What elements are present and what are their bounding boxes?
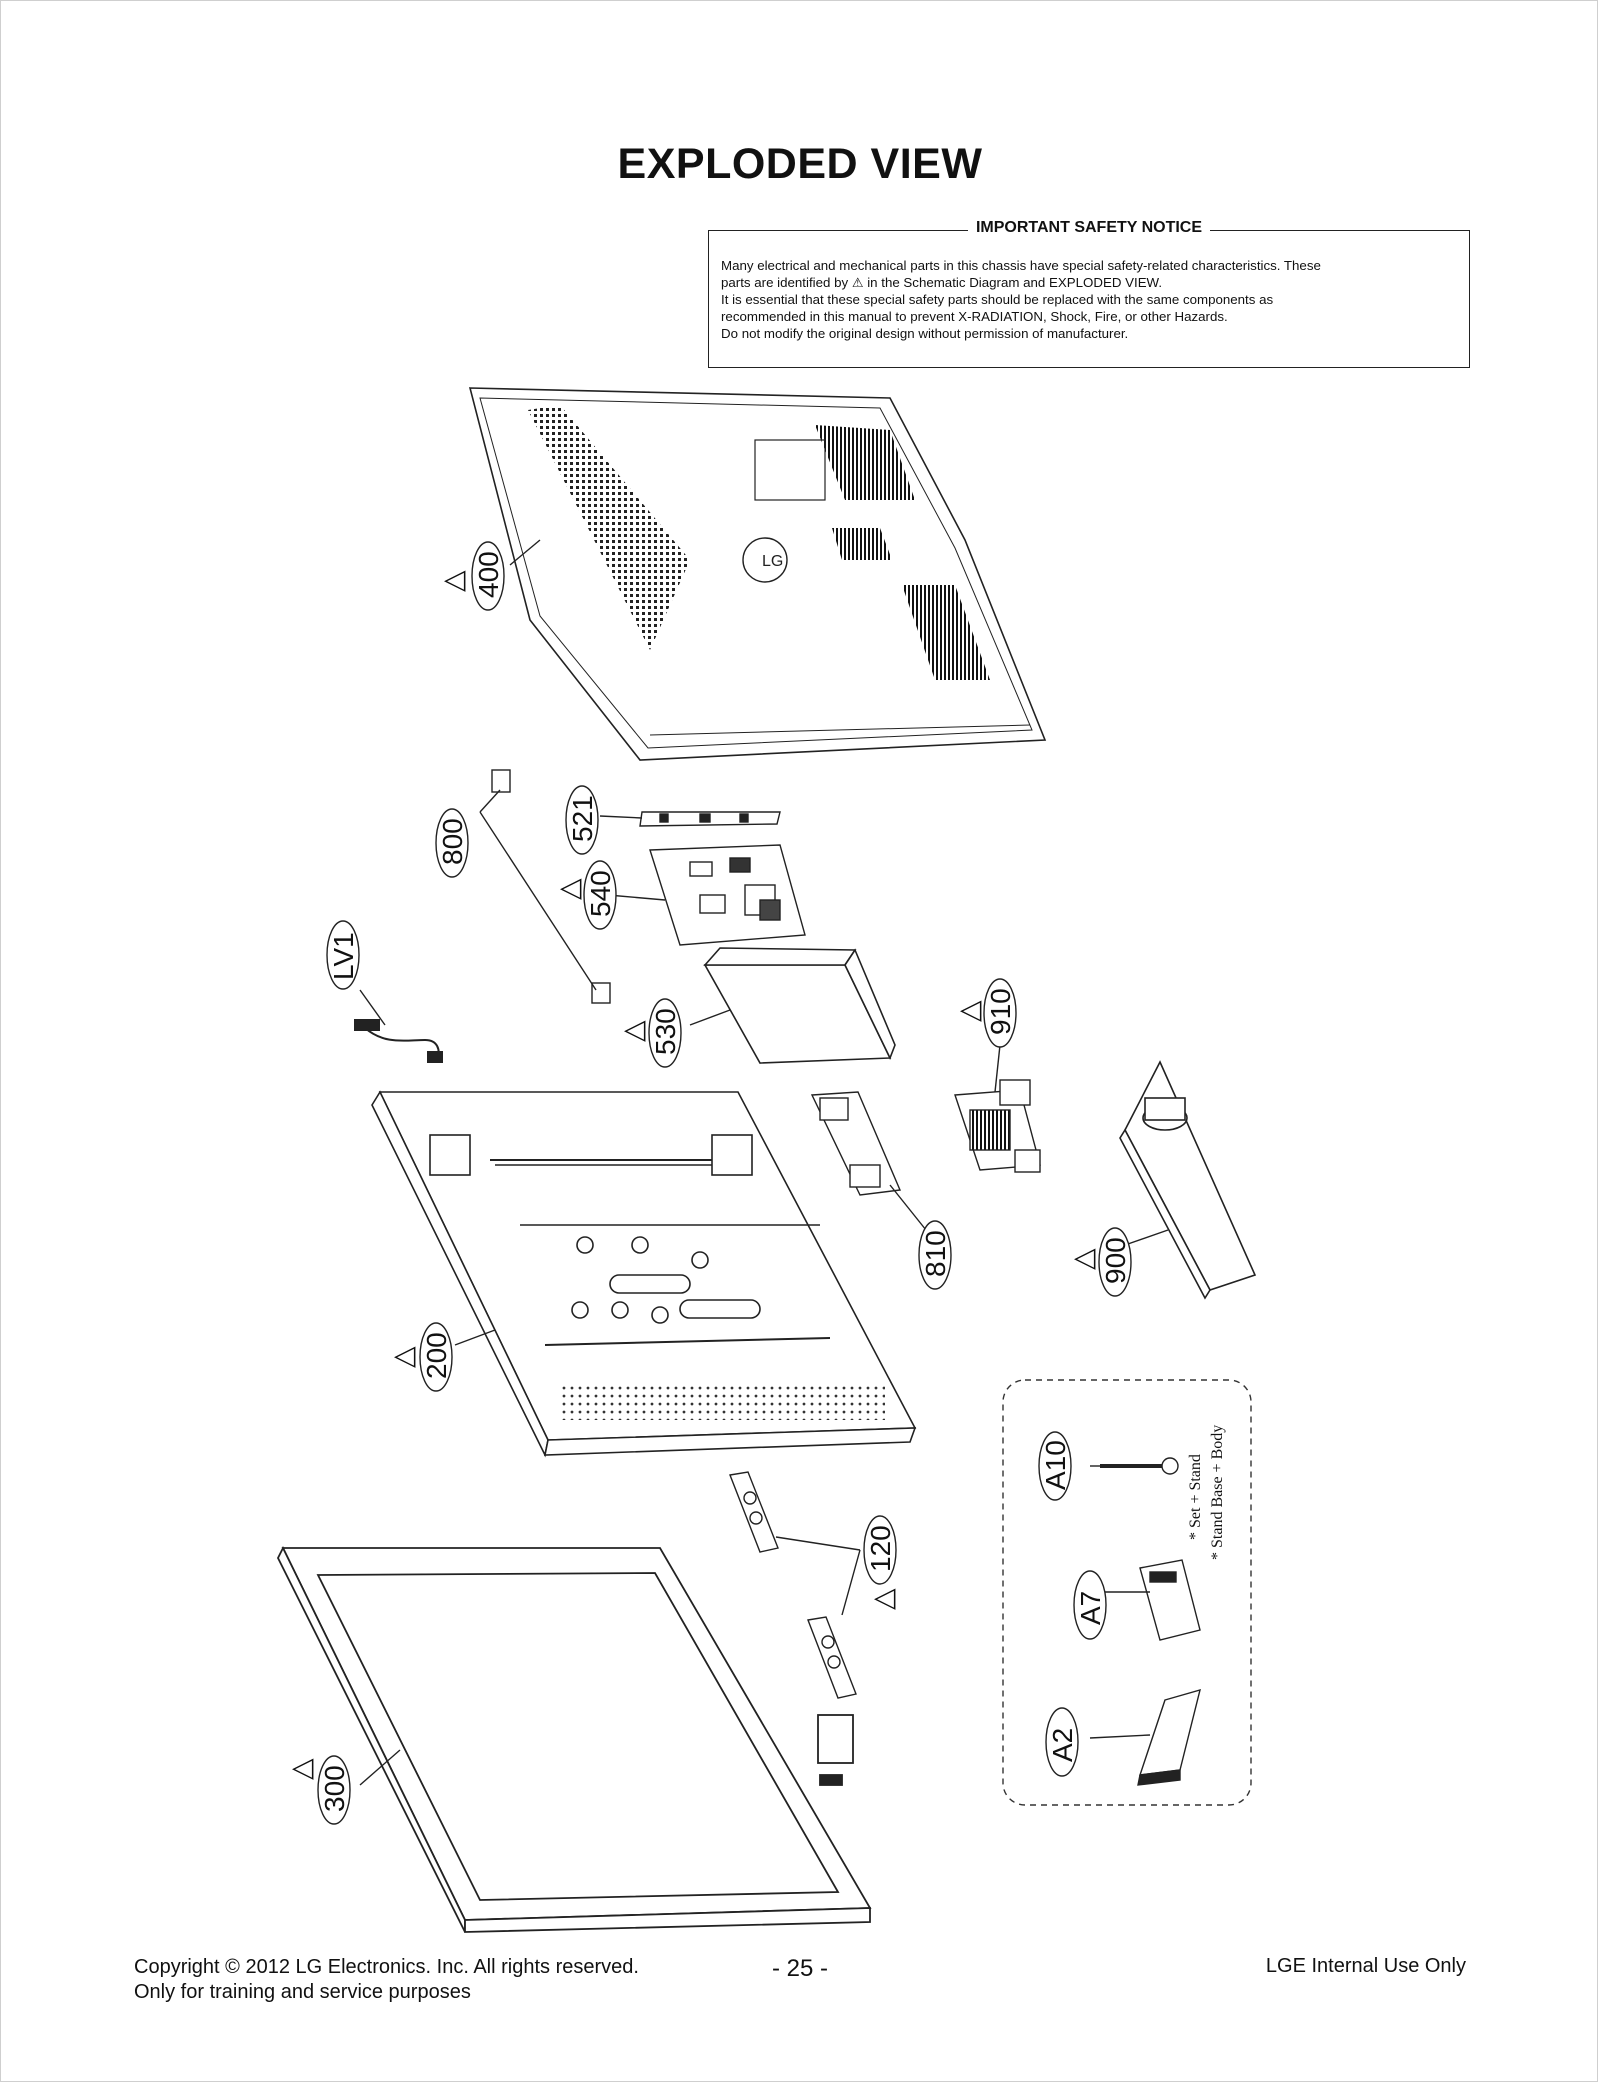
svg-text:LG: LG	[762, 553, 783, 570]
svg-text:540: 540	[585, 870, 616, 917]
callout-910: 910 △	[953, 978, 1017, 1048]
chassis-frame-part	[371, 1090, 917, 1458]
page-number: - 25 -	[771, 1955, 828, 1982]
callout-800: 800	[435, 808, 469, 878]
safety-notice-text: Many electrical and mechanical parts in …	[721, 257, 1457, 342]
accessory-note-1: * Set + Stand	[1187, 1454, 1204, 1540]
callout-400: 400 △	[437, 541, 505, 611]
svg-text:200: 200	[421, 1332, 452, 1379]
callout-521: 521	[565, 785, 599, 855]
internal-use-label: LGE Internal Use Only	[1265, 1955, 1466, 1977]
callout-120: 120 △	[863, 1515, 898, 1610]
lvds-cable-part	[354, 1019, 443, 1063]
purpose-text: Only for training and service purposes	[134, 1981, 471, 2003]
svg-text:120: 120	[865, 1525, 896, 1572]
copyright-text: Copyright © 2012 LG Electronics. Inc. Al…	[134, 1956, 639, 1978]
accessory-note-2: * Stand Base + Body	[1209, 1425, 1226, 1560]
bracket-521-part	[639, 811, 781, 827]
page-title: EXPLODED VIEW	[617, 140, 983, 188]
stand-base-a2	[1137, 1688, 1201, 1786]
svg-text:530: 530	[650, 1008, 681, 1055]
stand-base-part	[1119, 1060, 1257, 1300]
warning-triangle-icon: △	[553, 878, 584, 900]
svg-text:400: 400	[473, 551, 504, 598]
svg-text:300: 300	[319, 1765, 350, 1812]
callout-810: 810	[918, 1220, 952, 1290]
callout-a7: A7	[1073, 1570, 1107, 1640]
svg-text:A10: A10	[1040, 1440, 1071, 1490]
safety-notice-box: IMPORTANT SAFETY NOTICE Many electrical …	[708, 219, 1470, 368]
svg-text:800: 800	[437, 818, 468, 865]
callouts: 400 △ 521 800 540 △ LV1 530 △ 910 △	[285, 541, 1132, 1825]
svg-text:521: 521	[567, 795, 598, 842]
svg-text:LV1: LV1	[328, 932, 359, 980]
callout-300: 300 △	[285, 1755, 351, 1825]
warning-triangle-icon: △	[285, 1758, 316, 1780]
callout-lv1: LV1	[326, 920, 360, 990]
accessory-box: * Set + Stand * Stand Base + Body	[1002, 1379, 1252, 1806]
warning-triangle-icon: △	[387, 1346, 418, 1368]
power-board-part	[703, 947, 896, 1064]
callout-a10: A10	[1038, 1431, 1072, 1501]
notice-line-1: Many electrical and mechanical parts in …	[721, 258, 1321, 273]
speaker-part	[729, 1471, 857, 1699]
safety-notice-heading: IMPORTANT SAFETY NOTICE	[709, 219, 1469, 237]
clip-800-part	[491, 769, 611, 1004]
svg-text:A2: A2	[1047, 1728, 1078, 1762]
stand-neck-part	[954, 1079, 1041, 1173]
svg-text:810: 810	[920, 1230, 951, 1277]
warning-triangle-icon: ⚠	[851, 275, 864, 290]
callout-900: 900 △	[1067, 1227, 1132, 1297]
svg-text:A7: A7	[1075, 1591, 1106, 1625]
screw-a10	[1100, 1457, 1179, 1475]
warning-triangle-icon: △	[1067, 1248, 1098, 1270]
notice-line-3: It is essential that these special safet…	[721, 292, 1274, 307]
front-cover-part	[276, 1545, 872, 1933]
warning-triangle-icon: △	[953, 1000, 984, 1022]
svg-text:900: 900	[1100, 1237, 1131, 1284]
notice-line-4: recommended in this manual to prevent X-…	[721, 309, 1228, 324]
notice-line-2: parts are identified by ⚠ in the Schemat…	[721, 275, 1163, 290]
callout-a2: A2	[1045, 1707, 1079, 1777]
footer-copyright: Copyright © 2012 LG Electronics. Inc. Al…	[134, 1955, 639, 2005]
callout-530: 530 △	[617, 998, 682, 1068]
main-board-part	[649, 844, 806, 946]
stand-body-part	[810, 1091, 902, 1196]
callout-540: 540 △	[553, 860, 617, 930]
warning-triangle-icon: △	[617, 1020, 648, 1042]
leader-lines	[359, 539, 1169, 1786]
callout-200: 200 △	[387, 1322, 453, 1392]
back-cover-part: LG	[468, 387, 1047, 761]
warning-triangle-icon: △	[437, 570, 468, 592]
svg-text:910: 910	[985, 988, 1016, 1035]
notice-line-5: Do not modify the original design withou…	[721, 326, 1129, 341]
warning-triangle-icon: △	[867, 1588, 898, 1610]
clip-a7	[1139, 1559, 1201, 1641]
